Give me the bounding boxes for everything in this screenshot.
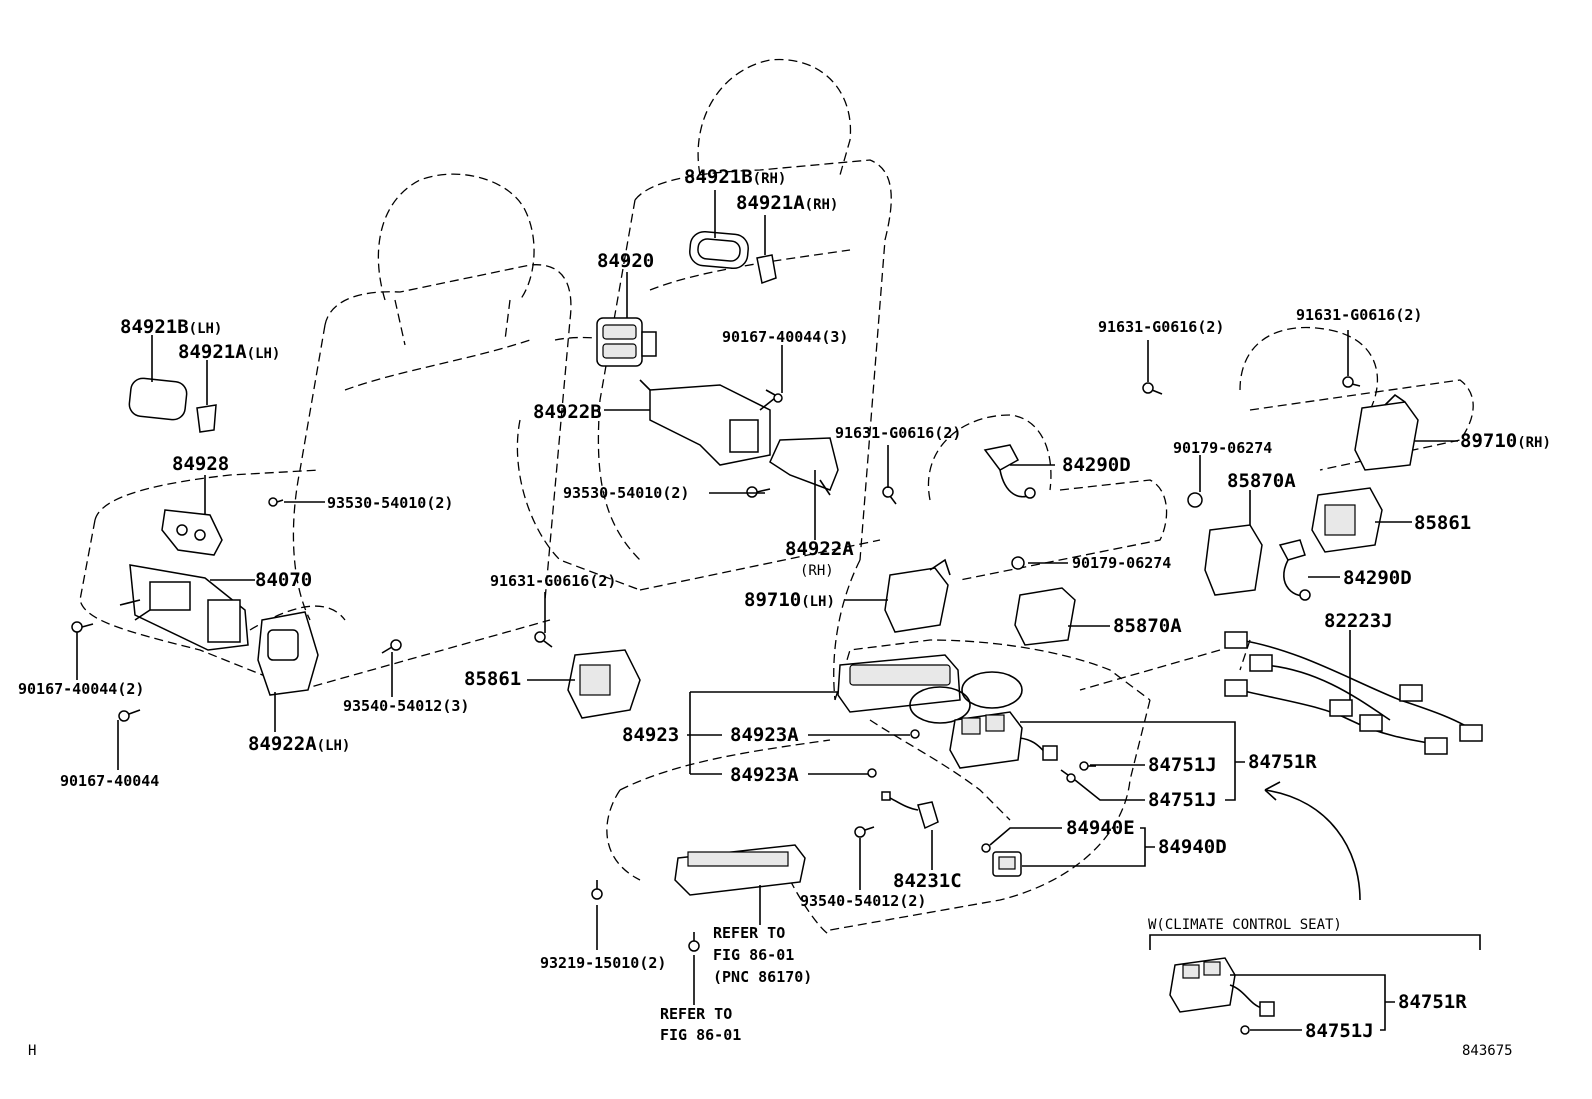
label-84921A-lh: 84921A(LH)	[178, 341, 280, 363]
label-84923A-a: 84923A	[730, 724, 799, 746]
diagram-id: 843675	[1462, 1043, 1513, 1059]
part-89710-rh-module	[1354, 393, 1419, 471]
part-84920-switch	[596, 317, 657, 367]
label-84290D-a: 84290D	[1062, 454, 1131, 476]
part-84928-plate	[161, 509, 223, 556]
label-90179-06274-b: 90179-06274	[1072, 554, 1171, 572]
part-84940D-switch	[992, 851, 1022, 877]
label-84231C: 84231C	[893, 870, 962, 892]
inset-title: W(CLIMATE CONTROL SEAT)	[1148, 917, 1342, 933]
part-85870A-unit-right	[1187, 492, 1263, 596]
label-84290D-b: 84290D	[1343, 567, 1412, 589]
part-84921B-lh-cover	[128, 377, 188, 421]
part-84290D-sensor-center	[983, 444, 1036, 499]
label-84920: 84920	[597, 250, 654, 272]
part-labels: 84921B(RH) 84921A(RH) 84920 90167-40044(…	[18, 166, 1551, 1059]
part-85861-module-left	[567, 649, 641, 719]
part-84921B-rh-cover	[689, 230, 749, 270]
label-84921A-rh: 84921A(RH)	[736, 192, 838, 214]
part-84922B-bracket	[639, 379, 776, 466]
label-84070: 84070	[255, 569, 312, 591]
label-refer-pnc: (PNC 86170)	[713, 968, 812, 986]
leader-lines	[76, 190, 1458, 1005]
part-85861-module-right	[1311, 487, 1383, 553]
part-84751R-switch	[949, 711, 1058, 769]
label-84940D: 84940D	[1158, 836, 1227, 858]
label-91631-G0616-left: 91631-G0616(2)	[490, 572, 616, 590]
label-inset-84751J: 84751J	[1305, 1020, 1374, 1042]
label-rh-84922A: (RH)	[800, 563, 834, 579]
label-inset-84751R: 84751R	[1398, 991, 1467, 1013]
part-84290D-sensor-right	[1278, 539, 1311, 601]
label-84928: 84928	[172, 453, 229, 475]
label-84940E: 84940E	[1066, 817, 1135, 839]
label-84921B-rh: 84921B(RH)	[684, 166, 786, 188]
label-refer-to-2: REFER TO	[660, 1005, 732, 1023]
label-91631-G0616-r1: 91631-G0616(2)	[1098, 318, 1224, 336]
part-84921A-lh-knob	[196, 404, 217, 433]
label-84923A-b: 84923A	[730, 764, 799, 786]
label-93530-54010-a: 93530-54010(2)	[327, 494, 453, 512]
label-82223J: 82223J	[1324, 610, 1393, 632]
part-85870A-unit-center	[1011, 556, 1076, 646]
label-84751J-a: 84751J	[1148, 754, 1217, 776]
part-84923-switch-bank	[837, 654, 961, 713]
inset-climate-control	[1149, 934, 1481, 1031]
fasteners	[71, 376, 1361, 1035]
label-91631-G0616-mid: 91631-G0616(2)	[835, 424, 961, 442]
label-84922A-lh: 84922A(LH)	[248, 733, 350, 755]
corner-mark: H	[28, 1043, 36, 1059]
label-89710-rh: 89710(RH)	[1460, 430, 1551, 452]
part-89710-lh-module	[884, 558, 951, 633]
label-refer-fig-2: FIG 86-01	[660, 1026, 741, 1044]
label-91631-G0616-r2: 91631-G0616(2)	[1296, 306, 1422, 324]
label-85870A-a: 85870A	[1227, 470, 1296, 492]
label-85870A-b: 85870A	[1113, 615, 1182, 637]
rear-seat-outline	[606, 326, 1474, 936]
label-93219-15010: 93219-15010(2)	[540, 954, 666, 972]
label-90167-40044-2: 90167-40044(2)	[18, 680, 144, 698]
label-84751R: 84751R	[1248, 751, 1317, 773]
label-refer-to-1: REFER TO	[713, 924, 785, 942]
part-console-panel	[674, 844, 806, 896]
part-84231C-connector	[881, 791, 939, 830]
label-refer-fig-1: FIG 86-01	[713, 946, 794, 964]
left-seat-outline	[79, 173, 572, 691]
label-84751J-b: 84751J	[1148, 789, 1217, 811]
label-85861-b: 85861	[1414, 512, 1471, 534]
label-90179-06274-a: 90179-06274	[1173, 439, 1272, 457]
label-93540-54012-2: 93540-54012(2)	[800, 892, 926, 910]
console-cup-holders	[909, 671, 1023, 724]
label-85861-a: 85861	[464, 668, 521, 690]
label-84922A-rh: 84922A	[785, 538, 854, 560]
label-84922B: 84922B	[533, 401, 602, 423]
right-seat-outline	[516, 58, 892, 591]
part-84922A-rh-bracket	[769, 437, 839, 496]
part-84070-switch-assy	[119, 564, 249, 651]
label-84923: 84923	[622, 724, 679, 746]
label-90167-40044-3: 90167-40044(3)	[722, 328, 848, 346]
part-84922A-lh-bracket	[257, 611, 319, 696]
label-90167-40044: 90167-40044	[60, 772, 159, 790]
part-84921A-rh-knob	[756, 254, 777, 284]
label-93540-54012-3: 93540-54012(3)	[343, 697, 469, 715]
label-93530-54010-b: 93530-54010(2)	[563, 484, 689, 502]
part-82223J-wire-harness	[1224, 631, 1483, 755]
label-84921B-lh: 84921B(LH)	[120, 316, 222, 338]
label-89710-lh: 89710(LH)	[744, 589, 835, 611]
